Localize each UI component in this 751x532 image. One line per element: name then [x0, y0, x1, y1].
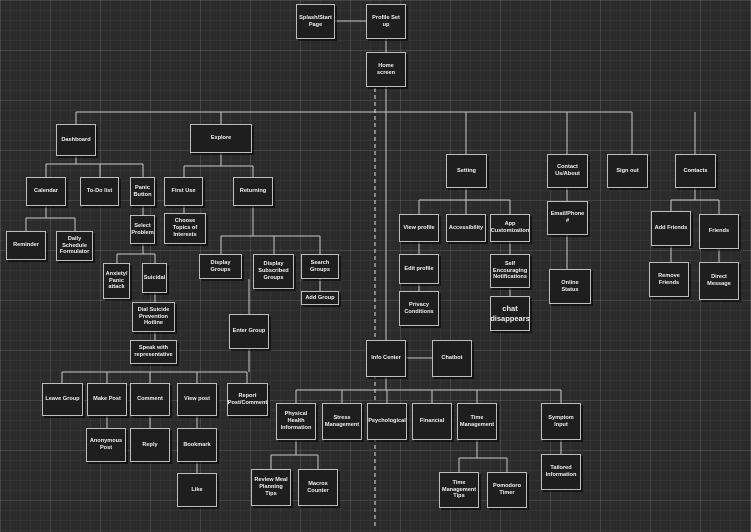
node-comment[interactable]: Comment: [130, 383, 170, 416]
node-view-post[interactable]: View post: [177, 383, 217, 416]
node-view-profile[interactable]: View profile: [399, 214, 439, 242]
node-reminder[interactable]: Reminder: [6, 231, 46, 260]
node-bookmark[interactable]: Bookmark: [177, 428, 217, 462]
node-review-meal[interactable]: Review Meal Planning Tips: [251, 469, 291, 506]
node-tailored-info[interactable]: Tailored Information: [541, 454, 581, 490]
node-privacy[interactable]: Privacy Conditions: [399, 291, 439, 326]
node-suicidal[interactable]: Suicidal: [142, 263, 167, 293]
node-calendar[interactable]: Calendar: [26, 177, 66, 206]
node-anxiety[interactable]: Anxiety/ Panic attack: [103, 263, 130, 299]
node-physical-health[interactable]: Physical Health Information: [276, 403, 316, 440]
node-splash[interactable]: Splash/Start Page: [296, 4, 335, 39]
node-stress[interactable]: Stress Management: [322, 403, 362, 440]
node-remove-friends[interactable]: Remove Friends: [649, 262, 689, 297]
node-dashboard[interactable]: Dashboard: [56, 124, 96, 156]
node-accessibility[interactable]: Accessibility: [446, 214, 486, 242]
node-reply[interactable]: Reply: [130, 428, 170, 462]
node-display-groups[interactable]: Display Groups: [199, 254, 242, 279]
node-add-group[interactable]: Add Group: [301, 291, 339, 305]
node-chatbot[interactable]: Chatbot: [432, 340, 472, 377]
node-anonymous-post[interactable]: Anonymous Post: [86, 428, 126, 462]
node-dial-hotline[interactable]: Dial Suicide Prevention Hotline: [132, 302, 175, 332]
node-setting[interactable]: Setting: [446, 154, 487, 188]
node-first-use[interactable]: First Use: [164, 177, 203, 206]
node-returning[interactable]: Returning: [233, 177, 273, 206]
node-edit-profile[interactable]: Edit profile: [399, 254, 439, 284]
node-pomodoro[interactable]: Pomodoro Timer: [487, 472, 527, 508]
node-choose-topics[interactable]: Choose Topics of Interests: [164, 213, 206, 244]
node-leave-group[interactable]: Leave Group: [42, 383, 83, 416]
node-home[interactable]: Home screen: [366, 52, 406, 87]
node-email-phone[interactable]: Email/Phone #: [547, 201, 588, 235]
node-add-friends[interactable]: Add Friends: [651, 211, 691, 246]
node-time-mgmt-tips[interactable]: Time Management Tips: [439, 472, 479, 508]
node-symptom-input[interactable]: Symptom Input: [541, 403, 581, 440]
node-make-post[interactable]: Make Post: [87, 383, 127, 416]
node-macros[interactable]: Macros Counter: [298, 469, 338, 506]
node-daily-schedule[interactable]: Daily Schedule Formulator: [56, 231, 93, 261]
node-sign-out[interactable]: Sign out: [607, 154, 648, 188]
node-online-status[interactable]: Online Status: [549, 269, 591, 304]
node-speak-rep[interactable]: Speak with representative: [130, 340, 177, 364]
node-profile-setup[interactable]: Profile Set up: [366, 4, 406, 39]
node-app-custom[interactable]: App Customization: [490, 214, 530, 242]
node-self-encouraging[interactable]: Self Encouraging Notifications: [490, 254, 530, 288]
node-display-subscribed[interactable]: Display Subscribed Groups: [253, 254, 294, 289]
node-time-mgmt[interactable]: Time Management: [457, 403, 497, 440]
node-panic-button[interactable]: Panic Button: [130, 177, 155, 206]
node-direct-message[interactable]: Direct Message: [699, 262, 739, 300]
node-todo[interactable]: To-Do list: [80, 177, 119, 206]
node-info-center[interactable]: Info Center: [366, 340, 406, 377]
node-financial[interactable]: Financial: [412, 403, 452, 440]
node-like[interactable]: Like: [177, 473, 217, 507]
node-search-groups[interactable]: Search Groups: [301, 254, 339, 279]
node-friends[interactable]: Friends: [699, 214, 739, 249]
node-select-problem[interactable]: Select Problem: [130, 215, 155, 244]
node-chat-disappears[interactable]: chat disappears: [490, 296, 530, 331]
node-explore[interactable]: Explore: [190, 124, 252, 153]
node-psychological[interactable]: Psychological: [367, 403, 407, 440]
node-report[interactable]: Report Post/Comment: [227, 383, 268, 416]
node-contacts[interactable]: Contacts: [675, 154, 716, 188]
node-enter-group[interactable]: Enter Group: [229, 314, 269, 349]
node-contact-us[interactable]: Contact Us/About: [547, 154, 588, 188]
